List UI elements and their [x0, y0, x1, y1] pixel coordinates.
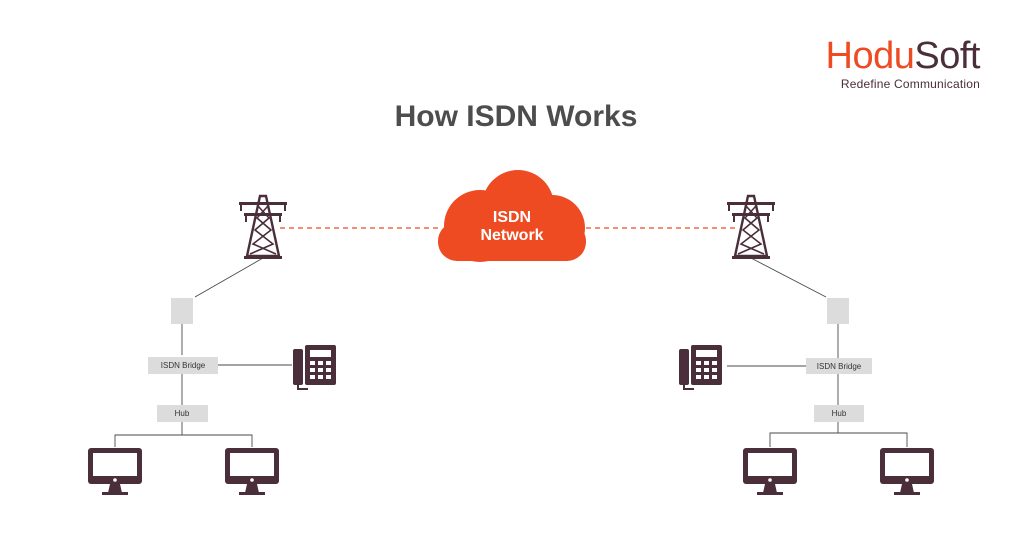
connector-lines-right [727, 257, 908, 447]
network-terminator-box [827, 298, 849, 324]
isdn-network-cloud: ISDN Network [438, 170, 586, 262]
phone-icon [292, 344, 337, 390]
isdn-bridge-box [806, 358, 872, 374]
isdn-bridge-label: ISDN Bridge [161, 361, 206, 370]
network-terminator-box [171, 298, 193, 324]
transmission-tower-icon [237, 194, 289, 261]
hub-box [157, 405, 208, 422]
monitor-icon [88, 448, 142, 495]
hub-box [814, 405, 864, 422]
network-label-line2: Network [480, 227, 543, 244]
brand-name-part1: Hodu [825, 35, 915, 77]
brand-name: HoduSoft [825, 35, 981, 77]
network-label-line1: ISDN [493, 209, 531, 226]
monitor-icon [880, 448, 934, 495]
connector-lines-left [114, 257, 292, 447]
isdn-bridge-box [148, 357, 218, 374]
left-site: ISDN Bridge Hub [88, 194, 337, 495]
brand-name-part2: Soft [914, 35, 980, 77]
brand-tagline: Redefine Communication [840, 77, 980, 91]
phone-icon [678, 344, 723, 390]
hub-label: Hub [832, 409, 847, 418]
brand-logo: HoduSoft Redefine Communication [825, 35, 981, 91]
hub-label: Hub [175, 409, 190, 418]
monitor-icon [743, 448, 797, 495]
right-site: ISDN Bridge Hub [678, 194, 934, 495]
page-title: How ISDN Works [394, 100, 638, 133]
isdn-bridge-label: ISDN Bridge [817, 362, 862, 371]
monitor-icon [225, 448, 279, 495]
